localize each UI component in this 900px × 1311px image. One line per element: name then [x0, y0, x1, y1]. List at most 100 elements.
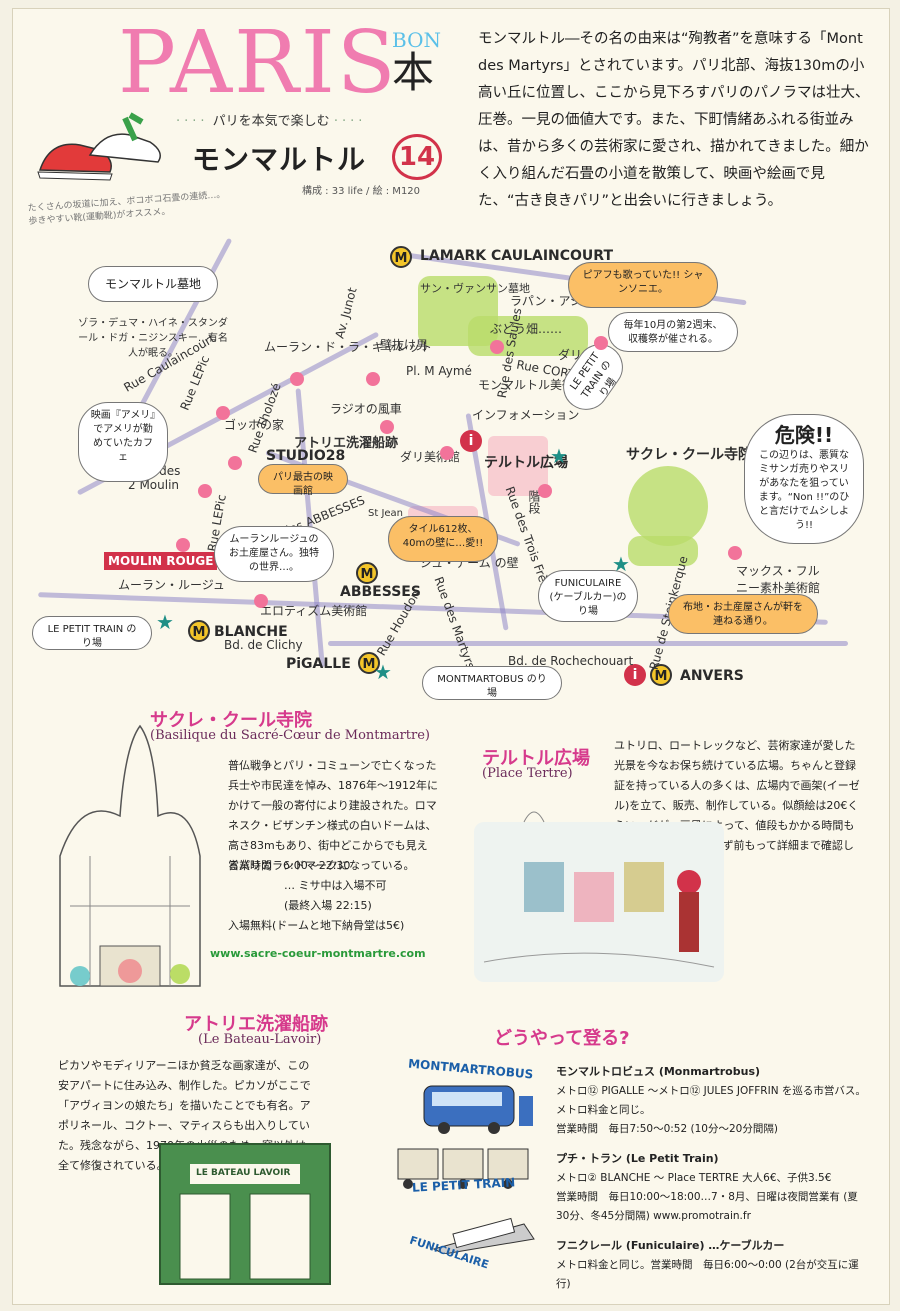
poi-dot [440, 446, 454, 460]
map: M LAMARK CAULAINCOURT M ABBESSES M BLANC… [28, 236, 872, 700]
danger-title: 危険!! [774, 423, 834, 447]
park-area [628, 466, 708, 546]
bd-rochechouart-road [328, 641, 848, 646]
tagline-text: パリを本気で楽しむ [212, 114, 330, 129]
train-title: プチ・トラン (Le Petit Train) [556, 1152, 719, 1165]
label-musee-montmartre: モンマルトル美術館 [478, 378, 587, 392]
metro-icon: M [358, 652, 380, 674]
label-st-jean: St Jean [368, 508, 404, 519]
street-clichy: Bd. de Clichy [224, 638, 303, 652]
funiculaire-illustration [432, 1217, 535, 1254]
label-max-fourny: マックス・フルニー素朴美術館 [736, 564, 821, 595]
hours-value: 6:00～22:30 [283, 859, 351, 872]
credits: 構成 : 33 life / 絵 : M120 [302, 186, 421, 197]
street-junot: Av. Junot [332, 286, 360, 340]
logo-hon: 本 [392, 48, 435, 97]
petit-train-illustration [397, 1148, 529, 1189]
sneakers-illustration [37, 112, 161, 181]
intro-text: モンマルトル―その名の由来は“殉教者”を意味する「Mont des Martyr… [478, 31, 870, 209]
lavoir-subtitle: (Le Bateau-Lavoir) [198, 1032, 322, 1047]
bubble-tiles: タイル612枚、40mの壁に…愛!! [388, 516, 498, 562]
tertre-subtitle: (Place Tertre) [482, 766, 573, 781]
bubble-petit-train-left: LE PETIT TRAIN のり場 [32, 616, 152, 650]
bus-hours: 営業時間 毎日7:50～0:52 (10分～20分間隔) [556, 1123, 778, 1135]
poi-dot [728, 546, 742, 560]
poi-dot [538, 484, 552, 498]
fee: 入場無料(ドームと地下納骨堂は5€) [228, 919, 405, 932]
metro-icon: M [188, 620, 210, 642]
bubble-piaf: ピアフも歌っていた!! シャンソニエ。 [568, 262, 718, 308]
bus-illustration [423, 1085, 533, 1134]
train-body: メトロ② BLANCHE ～ Place TERTRE 大人6€、子供3.5€ 営… [556, 1169, 866, 1226]
poi-dot [216, 406, 230, 420]
sacre-coeur-body: 普仏戦争とパリ・コミューンで亡くなった兵士や市民達を悼み、1876年～1912年… [228, 759, 438, 872]
poi-dot [380, 420, 394, 434]
poi-dot [290, 372, 304, 386]
howto-title: どうやって登る? [494, 1028, 630, 1049]
metro-icon: M [390, 246, 412, 268]
station-pigalle: PiGALLE [286, 656, 351, 672]
funi-title: フニクレール (Funiculaire) …ケーブルカー [556, 1239, 785, 1252]
page-title: モンマルトル [192, 143, 367, 176]
lavoir-body: ピカソやモディリアーニほか貧乏な画家達が、この安アパートに住み込み、制作した。ピ… [58, 1059, 311, 1172]
label-stairs: 階段 [527, 490, 541, 514]
train-hours: 営業時間 毎日10:00～18:00…7・8月、日曜は夜間営業有 (夏30分、冬… [556, 1191, 858, 1222]
label-sacre-coeur: サクレ・クール寺院 [626, 447, 752, 463]
label-moulin-rouge: ムーラン・ルージュ [118, 578, 225, 592]
square-area [628, 536, 698, 566]
station-abbesses: ABBESSES [340, 584, 421, 600]
logo-bon: BON [392, 28, 441, 52]
info-icon: i [460, 430, 482, 452]
poi-dot [176, 538, 190, 552]
label-van-gogh: ゴッホの家 [224, 418, 285, 432]
tertre-illustration [474, 811, 724, 982]
label-tertre: テルトル広場 [484, 455, 568, 471]
danger-text: この辺りは、悪質なミサンガ売りやスリがあなたを狙っています。“Non !!”のひ… [758, 450, 850, 531]
logo-paris-text: PARIS [118, 13, 398, 113]
station-anvers: ANVERS [680, 668, 744, 684]
bubble-fabric-street: 布地・お土産屋さんが軒を連ねる通り。 [668, 594, 818, 634]
sacre-coeur-illustration [59, 724, 201, 987]
metro-icon: M [650, 664, 672, 686]
vineyard-area [468, 316, 588, 356]
street-martyrs: Rue des Martyrs [431, 574, 478, 672]
street-rochechouart: Bd. de Rochechouart [508, 654, 634, 668]
label-radio-mill: ラジオの風車 [330, 402, 402, 416]
bus-desc: メトロ⑫ PIGALLE ～メトロ⑫ JULES JOFFRIN を巡る市営バス… [556, 1085, 866, 1116]
stop-star-icon: ★ [612, 552, 630, 576]
stop-star-icon: ★ [374, 660, 392, 684]
lavoir-sign: LE BATEAU LAVOIR [196, 1168, 291, 1178]
logo-paris: PARIS [118, 20, 398, 106]
howto-details: モンマルトロビュス (Monmartrobus) メトロ⑫ PIGALLE ～メ… [556, 1062, 866, 1304]
station-blanche: BLANCHE [214, 624, 288, 640]
tagline: ···· パリを本気で楽しむ ···· [176, 114, 367, 129]
stop-star-icon: ★ [550, 444, 568, 468]
label-st-vincent: サン・ヴァンサン墓地 [420, 282, 530, 295]
poi-dot [366, 372, 380, 386]
sacre-coeur-title: サクレ・クール寺院 [150, 710, 312, 731]
hours-label: 営業時間 [228, 859, 272, 872]
label-vineyard: ぶどう畑…… [490, 322, 563, 336]
poi-dot [228, 456, 242, 470]
bubble-amelie: 映画『アメリ』でアメリが勤めていたカフェ [78, 402, 168, 482]
poi-dot [198, 484, 212, 498]
bubble-harvest: 毎年10月の第2週末、収穫祭が催される。 [608, 312, 738, 352]
tertre-area [488, 436, 548, 496]
lavoir-title: アトリエ洗濯船跡 [184, 1014, 328, 1035]
info-icon: i [624, 664, 646, 686]
label-wall-walker: 壁抜け男 [380, 338, 429, 352]
poi-dot [490, 340, 504, 354]
bubble-montmartobus: MONTMARTOBUS のり場 [422, 666, 562, 700]
sacre-coeur-hours: 営業時間 6:00～22:30 … ミサ中は入場不可 (最終入場 22:15) … [228, 856, 438, 936]
train-desc: メトロ② BLANCHE ～ Place TERTRE 大人6€、子供3.5€ [556, 1172, 832, 1184]
bus-body: メトロ⑫ PIGALLE ～メトロ⑫ JULES JOFFRIN を巡る市営バス… [556, 1082, 866, 1139]
bubble-studio28: パリ最古の映画館 [258, 464, 348, 497]
sacre-coeur-url[interactable]: www.sacre-coeur-montmartre.com [210, 947, 426, 960]
poi-dot [594, 336, 608, 350]
bus-title: モンマルトロビュス (Monmartrobus) [556, 1065, 761, 1078]
label-studio28: STUDIO28 [266, 448, 346, 464]
poi-dot [254, 594, 268, 608]
metro-icon: M [356, 562, 378, 584]
stop-star-icon: ★ [156, 610, 174, 634]
sacre-coeur-subtitle: (Basilique du Sacré-Cœur de Montmartre) [150, 728, 431, 743]
